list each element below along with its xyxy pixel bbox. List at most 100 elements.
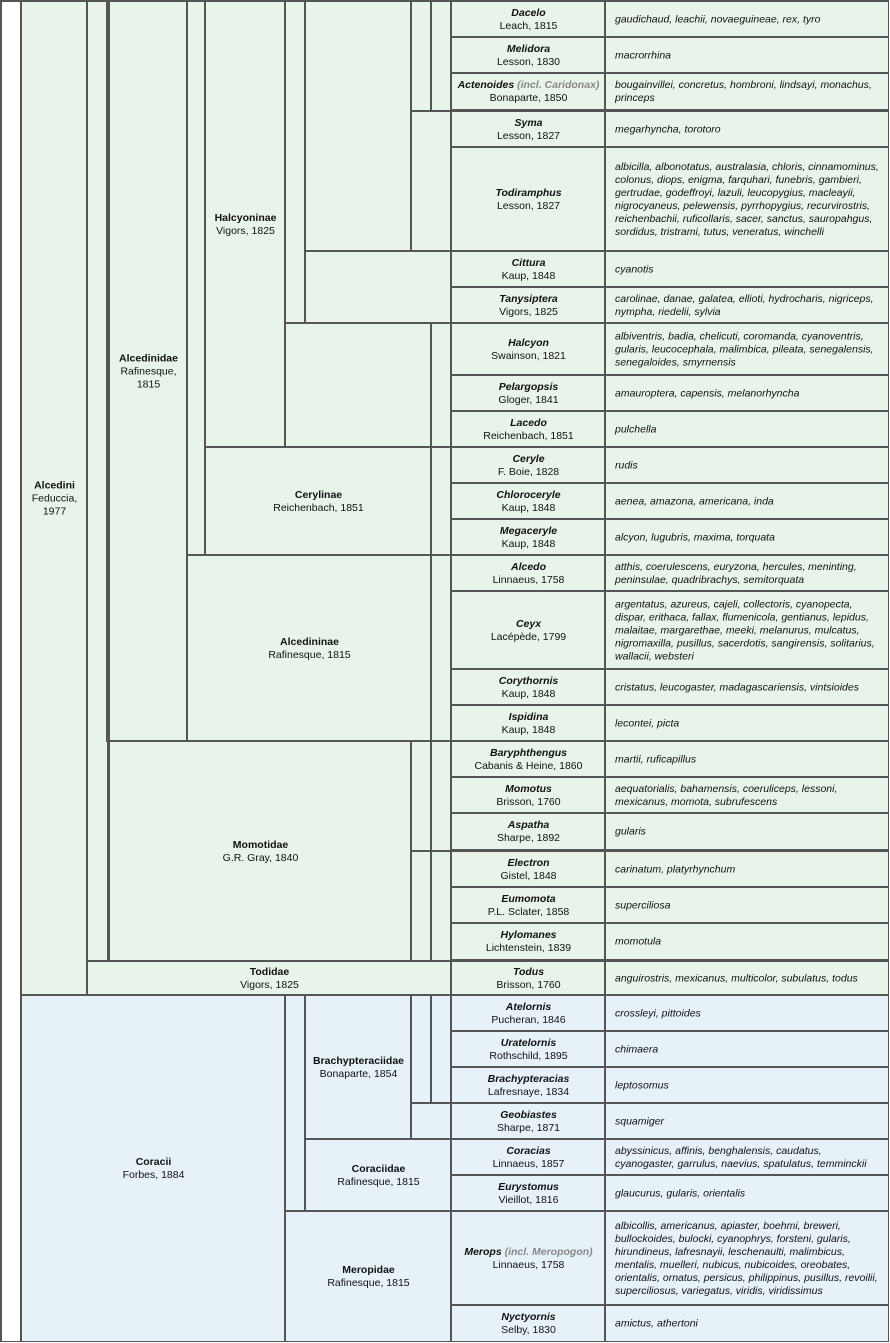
subfamily-halcyoninae-name: Halcyoninae <box>214 211 277 224</box>
species-list: carinatum, platyrhynchum <box>615 863 736 875</box>
genus-name: Tanysiptera <box>499 292 558 305</box>
species-cell: albicilla, albonotatus, australasia, chl… <box>604 146 889 252</box>
genus-name: Geobiastes <box>500 1108 557 1121</box>
species-list: anguirostris, mexicanus, multicolor, sub… <box>615 972 858 984</box>
species-list: martii, ruficapillus <box>615 753 697 765</box>
strip-brach-2 <box>430 994 452 1104</box>
genus-name: Baryphthengus <box>489 746 567 759</box>
clade-coracii-name: Coracii <box>135 1155 172 1168</box>
species-cell: squamiger <box>604 1102 889 1140</box>
genus-author: Kaup, 1848 <box>501 723 556 736</box>
species-cell: aequatorialis, bahamensis, coeruliceps, … <box>604 776 889 814</box>
species-list: atthis, coerulescens, euryzona, hercules… <box>615 560 857 586</box>
strip-alcedini-1 <box>86 0 108 962</box>
genus-author: Leach, 1815 <box>499 19 558 32</box>
genus-author: Pucheran, 1846 <box>491 1013 566 1026</box>
genus-name: Brachypteracias <box>487 1072 570 1085</box>
genus-author: Brisson, 1760 <box>496 978 561 991</box>
genus-name: Eurystomus <box>498 1180 559 1193</box>
species-cell: martii, ruficapillus <box>604 740 889 778</box>
species-cell: alcyon, lugubris, maxima, torquata <box>604 518 889 556</box>
species-list: bougainvillei, concretus, hombroni, lind… <box>615 78 872 104</box>
genus-name: Pelargopsis <box>498 380 559 393</box>
species-cell: leptosomus <box>604 1066 889 1104</box>
species-cell: carolinae, danae, galatea, ellioti, hydr… <box>604 286 889 324</box>
species-list: chimaera <box>615 1043 659 1055</box>
genus-name: Halcyon <box>508 336 549 349</box>
genus-name: Lacedo <box>510 416 547 429</box>
species-list: gaudichaud, leachii, novaeguineae, rex, … <box>615 13 821 25</box>
genus-name: Syma <box>514 116 543 129</box>
family-meropidae-name: Meropidae <box>342 1263 395 1276</box>
species-list: glaucurus, gularis, orientalis <box>615 1187 746 1199</box>
subfamily-cerylinae-author: Reichenbach, 1851 <box>273 501 364 514</box>
species-list: aequatorialis, bahamensis, coeruliceps, … <box>615 782 838 808</box>
genus-author: Selby, 1830 <box>501 1323 556 1336</box>
root-strip <box>0 0 22 1342</box>
genus-author: Lacépède, 1799 <box>490 630 567 643</box>
species-list: cyanotis <box>615 263 654 275</box>
species-cell: albiventris, badia, chelicuti, coromanda… <box>604 322 889 376</box>
genus-name: Ceryle <box>512 452 545 465</box>
genus-name: Chloroceryle <box>496 488 561 501</box>
species-list: albicilla, albonotatus, australasia, chl… <box>615 160 879 238</box>
species-cell: amauroptera, capensis, melanorhyncha <box>604 374 889 412</box>
subfamily-alcedininae-name: Alcedininae <box>280 635 339 648</box>
strip-ceryl <box>430 446 452 556</box>
genus-author: Kaup, 1848 <box>501 501 556 514</box>
genus-author: Gloger, 1841 <box>498 393 559 406</box>
species-list: macrorrhina <box>615 49 672 61</box>
species-cell: macrorrhina <box>604 36 889 74</box>
species-list: aenea, amazona, americana, inda <box>615 495 774 507</box>
strip-mom-4 <box>430 850 452 962</box>
genus-author: Kaup, 1848 <box>501 269 556 282</box>
genus-author: Brisson, 1760 <box>496 795 561 808</box>
species-cell: chimaera <box>604 1030 889 1068</box>
strip-halc-7 <box>284 322 432 448</box>
species-list: lecontei, picta <box>615 717 680 729</box>
strip-brach-1 <box>410 994 432 1104</box>
genus-label: Actenoides (incl. Caridonax)Bonaparte, 1… <box>454 79 603 105</box>
species-cell: gularis <box>604 812 889 850</box>
genus-author: P.L. Sclater, 1858 <box>487 905 570 918</box>
strip-halc-2 <box>304 0 412 252</box>
species-cell: lecontei, picta <box>604 704 889 742</box>
species-cell: albicollis, americanus, apiaster, boehmi… <box>604 1210 889 1306</box>
genus-author: Sharpe, 1892 <box>496 831 561 844</box>
genus-author: Lesson, 1827 <box>496 129 561 142</box>
species-cell: carinatum, platyrhynchum <box>604 850 889 888</box>
family-alcedinidae-author: Rafinesque, 1815 <box>120 365 177 390</box>
strip-mom-1 <box>410 740 432 852</box>
species-cell: anguirostris, mexicanus, multicolor, sub… <box>604 960 889 996</box>
genus-name: Coracias <box>506 1144 551 1157</box>
genus-name: Merops <box>464 1245 502 1258</box>
genus-name: Aspatha <box>507 818 550 831</box>
subfamily-halcyoninae-author: Vigors, 1825 <box>216 224 275 237</box>
family-momotidae-author: G.R. Gray, 1840 <box>222 851 299 864</box>
species-cell: rudis <box>604 446 889 484</box>
